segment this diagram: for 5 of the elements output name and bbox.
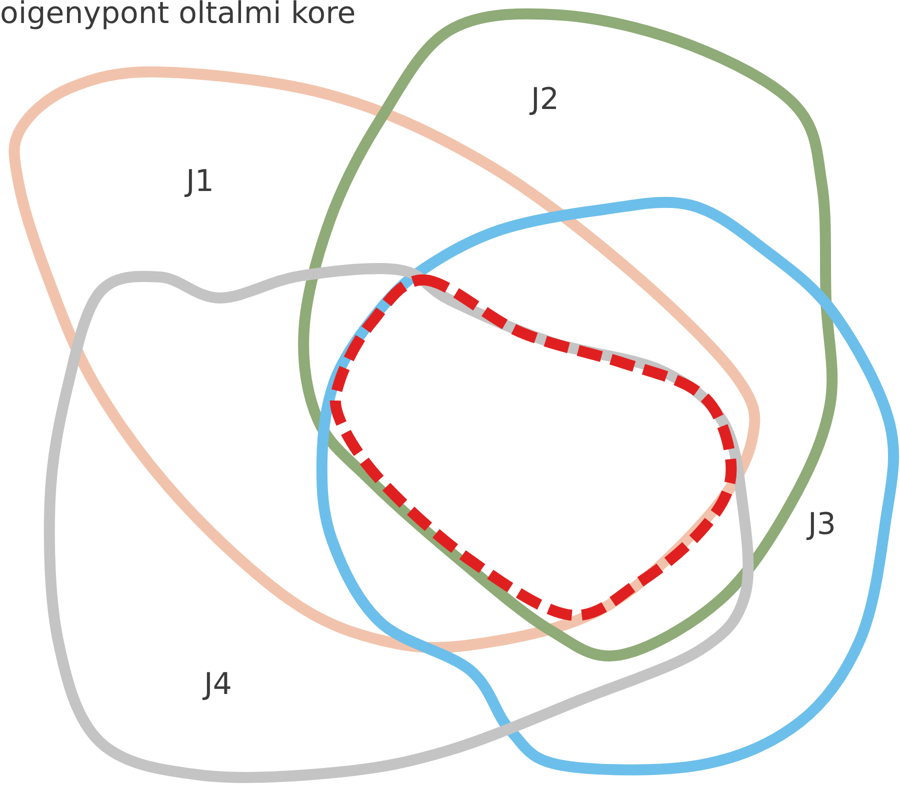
diagram-title: oigenypont oltalmi kore	[0, 0, 356, 31]
set-label: J1	[186, 167, 214, 197]
set-label: J2	[531, 85, 559, 115]
set-label: J3	[808, 510, 836, 540]
set-label: J4	[204, 670, 232, 700]
